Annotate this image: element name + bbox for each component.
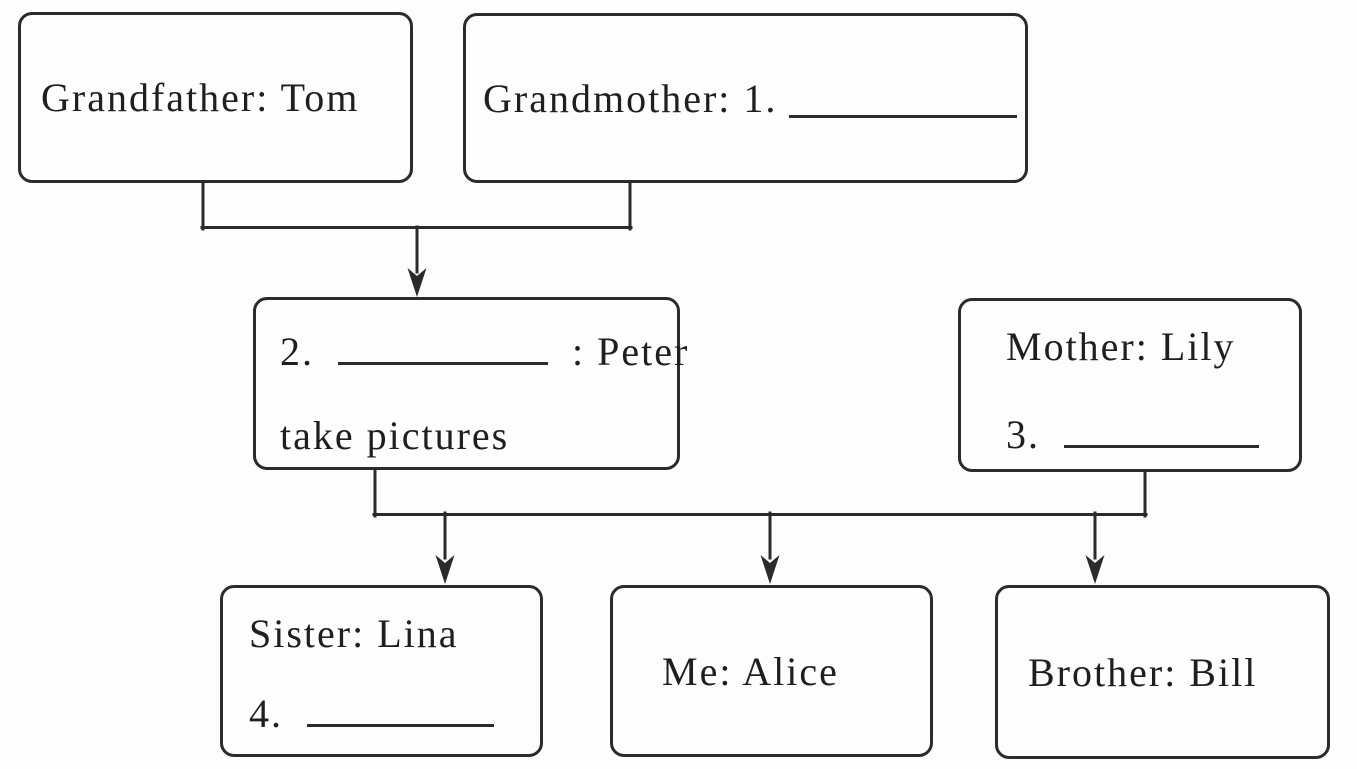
mother-line-1: Mother: Lily (1006, 303, 1299, 391)
me-arrowhead (760, 555, 780, 584)
blank-line-4: ________ (307, 687, 494, 727)
mother-box: Mother: Lily 3. ________ (958, 298, 1302, 472)
blank-line-2: ________ (338, 325, 548, 365)
father-number: 2. (280, 329, 314, 374)
sister-line-1: Sister: Lina (249, 594, 540, 674)
blank-line-1: ________ (789, 78, 1018, 118)
mother-number: 3. (1006, 412, 1040, 457)
grandmother-label: Grandmother: 1. (483, 75, 778, 121)
me-box: Me: Alice (610, 585, 933, 757)
parents-to-children-connector (372, 468, 1148, 584)
father-hobby-label: take pictures (280, 413, 510, 458)
mother-label: Mother: Lily (1006, 324, 1236, 369)
grandfather-box: Grandfather: Tom (18, 12, 413, 183)
sister-line-2: 4. ________ (249, 674, 540, 754)
grandfather-label: Grandfather: Tom (41, 75, 360, 120)
sister-box: Sister: Lina 4. ________ (220, 585, 543, 757)
brother-arrowhead (1085, 555, 1105, 584)
grandmother-box: Grandmother: 1. ________ (463, 13, 1028, 183)
father-arrowhead (407, 268, 427, 297)
brother-label: Brother: Bill (1028, 649, 1258, 695)
blank-line-3: ________ (1064, 408, 1259, 448)
sister-arrowhead (435, 555, 455, 584)
sister-label: Sister: Lina (249, 611, 459, 656)
father-line-1: 2. ________ : Peter (280, 310, 687, 394)
sister-number: 4. (249, 691, 283, 736)
father-box: 2. ________ : Peter take pictures (253, 297, 687, 470)
me-label: Me: Alice (662, 648, 839, 694)
grandparents-to-father-connector (200, 179, 633, 297)
father-line-2: take pictures (280, 394, 677, 478)
mother-line-2: 3. ________ (1006, 391, 1299, 479)
father-name-label: : Peter (572, 329, 690, 374)
brother-box: Brother: Bill (995, 585, 1330, 759)
